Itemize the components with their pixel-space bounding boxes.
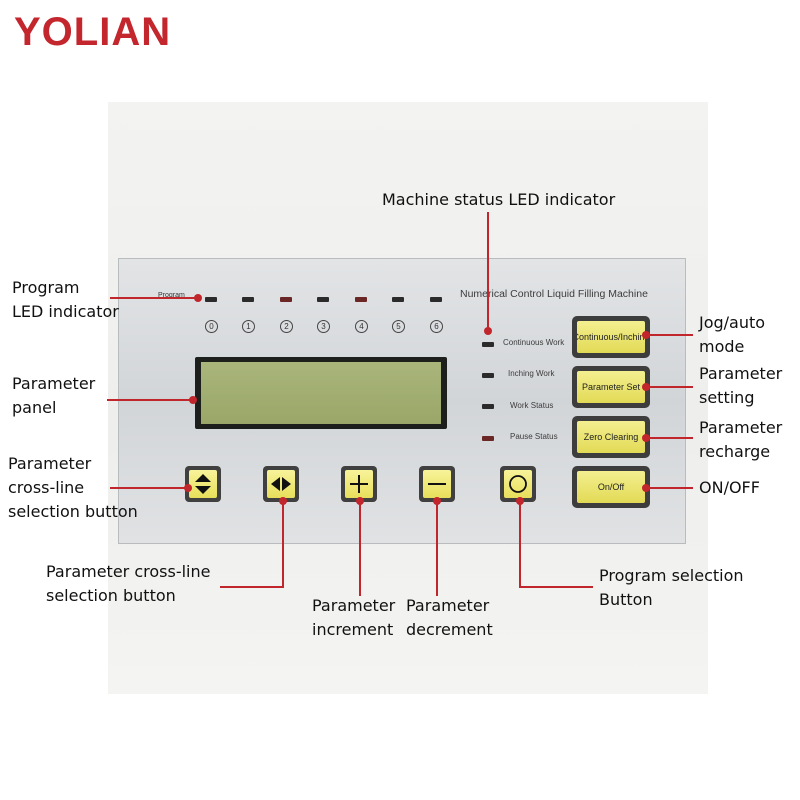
program-number-3: 3 bbox=[317, 320, 330, 333]
program-number-1: 1 bbox=[242, 320, 255, 333]
status-led-inching bbox=[482, 373, 494, 378]
circle-icon bbox=[509, 475, 527, 493]
left-right-select-button[interactable] bbox=[263, 466, 299, 502]
callout-program-selection: Program selection Button bbox=[599, 566, 744, 609]
status-label-continuous: Continuous Work bbox=[503, 338, 565, 347]
up-down-select-button[interactable] bbox=[185, 466, 221, 502]
callout-cross-line-bottom: Parameter cross-line selection button bbox=[46, 562, 211, 605]
continuous-inching-button[interactable]: Continuous/Inching bbox=[572, 316, 650, 358]
program-label: Program bbox=[158, 292, 185, 299]
status-label-work: Work Status bbox=[510, 401, 554, 410]
program-led-1 bbox=[242, 297, 254, 302]
status-led-pause bbox=[482, 436, 494, 441]
increment-button[interactable] bbox=[341, 466, 377, 502]
status-label-pause: Pause Status bbox=[510, 432, 558, 441]
parameter-set-label: Parameter Set bbox=[577, 371, 645, 403]
status-led-work bbox=[482, 404, 494, 409]
callout-cross-line-left: Parameter cross-line selection button bbox=[8, 454, 138, 521]
parameter-set-button[interactable]: Parameter Set bbox=[572, 366, 650, 408]
callout-on-off: ON/OFF bbox=[699, 478, 760, 497]
callout-increment: Parameter increment bbox=[312, 596, 396, 639]
callout-jog-auto: Jog/auto mode bbox=[699, 313, 766, 356]
up-down-arrows-icon bbox=[195, 474, 211, 494]
program-number-4: 4 bbox=[355, 320, 368, 333]
parameter-lcd-display bbox=[201, 362, 441, 424]
program-led-0 bbox=[205, 297, 217, 302]
callout-decrement: Parameter decrement bbox=[406, 596, 493, 639]
callout-parameter-setting: Parameter setting bbox=[699, 364, 783, 407]
program-number-0: 0 bbox=[205, 320, 218, 333]
program-number-5: 5 bbox=[392, 320, 405, 333]
program-select-button[interactable] bbox=[500, 466, 536, 502]
program-led-2 bbox=[280, 297, 292, 302]
minus-icon bbox=[428, 483, 446, 485]
plus-icon bbox=[350, 475, 368, 493]
program-number-2: 2 bbox=[280, 320, 293, 333]
callout-parameter-recharge: Parameter recharge bbox=[699, 418, 783, 461]
status-led-continuous bbox=[482, 342, 494, 347]
continuous-inching-label: Continuous/Inching bbox=[577, 321, 645, 353]
callout-parameter-panel: Parameter panel bbox=[12, 374, 96, 417]
on-off-button[interactable]: On/Off bbox=[572, 466, 650, 508]
callout-machine-status: Machine status LED indicator bbox=[382, 190, 616, 209]
program-led-3 bbox=[317, 297, 329, 302]
decrement-button[interactable] bbox=[419, 466, 455, 502]
zero-clearing-button[interactable]: Zero Clearing bbox=[572, 416, 650, 458]
zero-clearing-label: Zero Clearing bbox=[577, 421, 645, 453]
program-led-4 bbox=[355, 297, 367, 302]
panel-title: Numerical Control Liquid Filling Machine bbox=[460, 289, 648, 300]
status-label-inching: Inching Work bbox=[508, 369, 555, 378]
program-number-6: 6 bbox=[430, 320, 443, 333]
program-led-6 bbox=[430, 297, 442, 302]
left-right-arrows-icon bbox=[271, 477, 291, 491]
on-off-label: On/Off bbox=[577, 471, 645, 503]
callout-program-led: Program LED indicator bbox=[12, 278, 119, 321]
yolian-logo: YOLIAN bbox=[14, 10, 172, 54]
program-led-5 bbox=[392, 297, 404, 302]
